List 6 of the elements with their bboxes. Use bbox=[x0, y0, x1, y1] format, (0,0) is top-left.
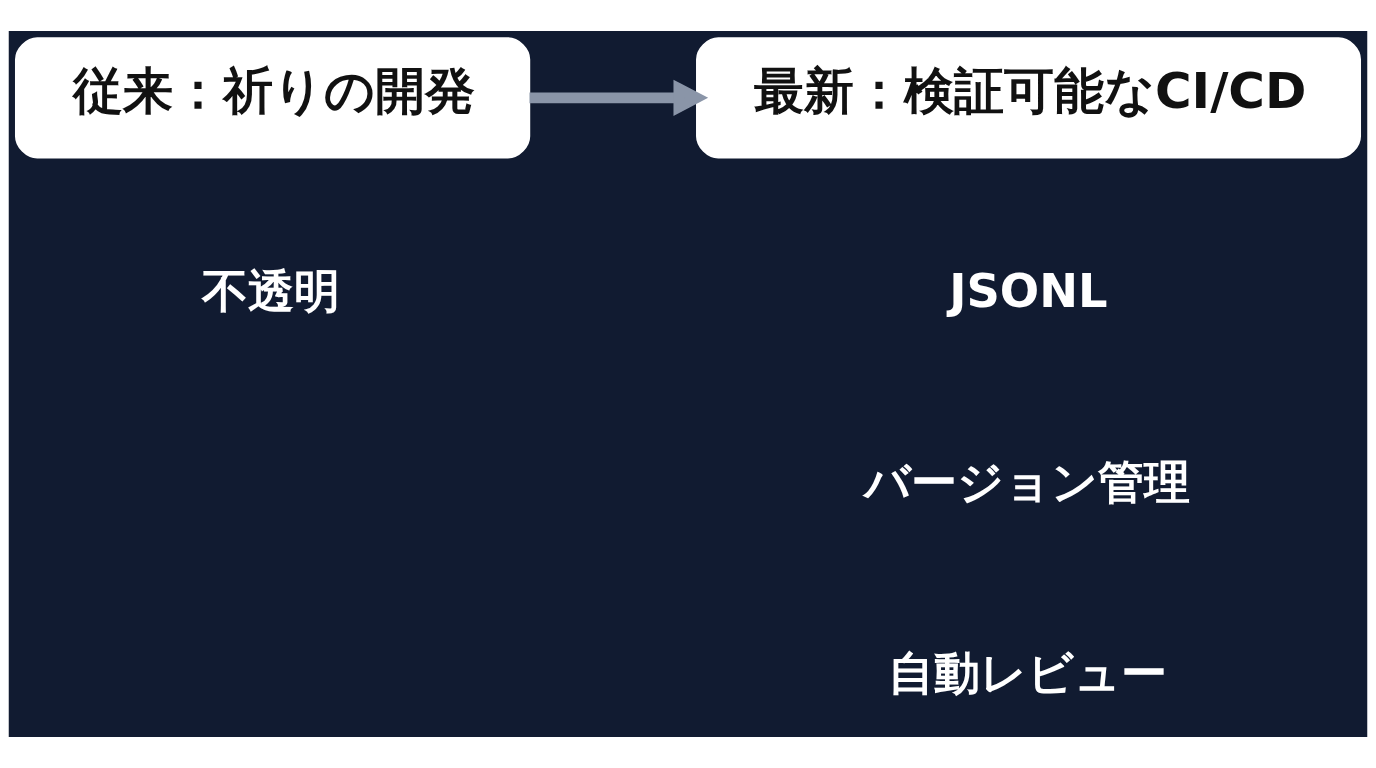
arrow bbox=[529, 79, 709, 117]
node-box: 最新：検証可能なCI/CD bbox=[696, 37, 1362, 159]
node-text: バージョン管理 bbox=[864, 454, 1191, 509]
node-text: 自動レビュー bbox=[887, 645, 1167, 700]
node-box: 従来：祈りの開発 bbox=[14, 37, 531, 159]
node-text: 不透明 bbox=[202, 263, 341, 318]
